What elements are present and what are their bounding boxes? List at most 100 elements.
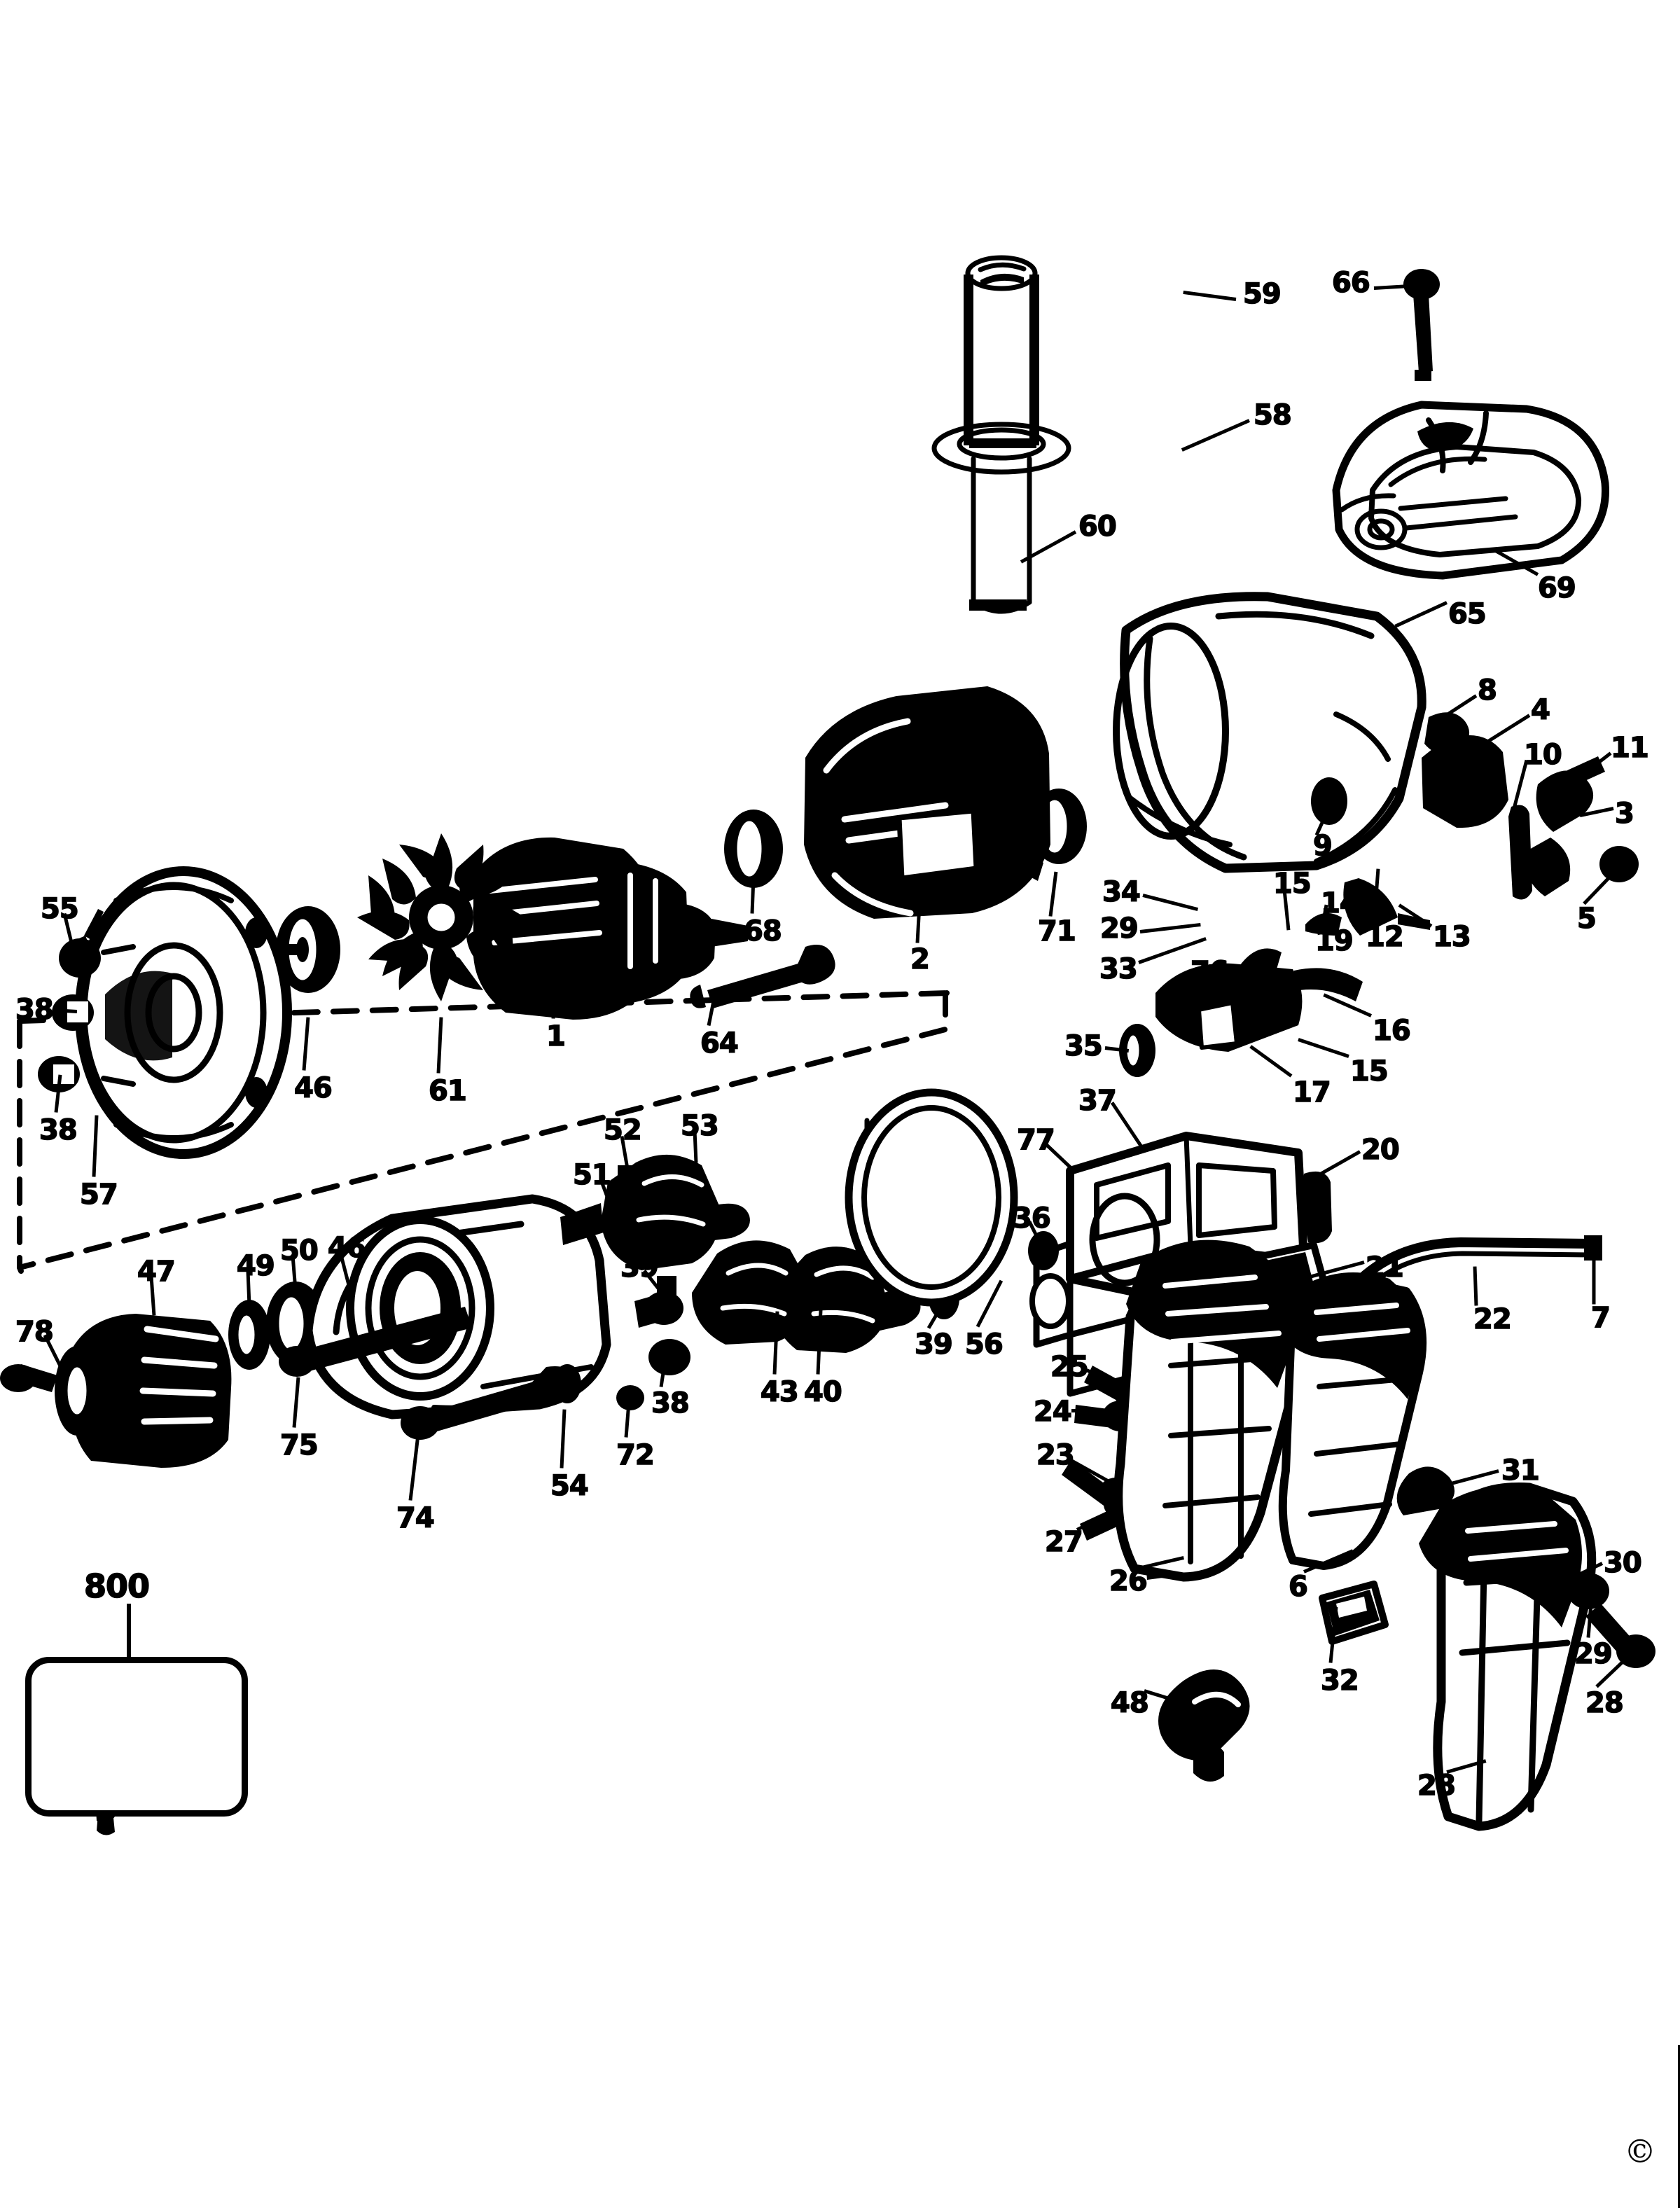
leader-line-61: [436, 1017, 443, 1074]
leader-line-6: [1303, 1549, 1354, 1574]
leader-line-71: [1048, 871, 1058, 917]
callout-72: 72: [616, 1439, 655, 1471]
callout-28: 28: [1585, 1687, 1624, 1719]
leader-line-34: [1142, 894, 1198, 911]
leader-line-72: [624, 1402, 631, 1438]
leader-line-24: [1071, 1409, 1118, 1412]
callout-76: 76: [1190, 956, 1229, 988]
side-handle-assembly: [931, 255, 1071, 614]
washer-68: [724, 810, 783, 888]
callout-50: 50: [279, 1235, 319, 1267]
callout-3: 3: [1614, 798, 1634, 830]
callout-77: 77: [1016, 1124, 1055, 1156]
callout-58: 58: [1253, 399, 1292, 431]
callout-68: 68: [743, 915, 782, 947]
callout-39: 39: [620, 1251, 659, 1284]
end-bell-57: [75, 866, 292, 1159]
callout-52: 52: [603, 1114, 642, 1146]
callout-38b: 38: [39, 1114, 78, 1146]
callout-47: 47: [137, 1256, 176, 1288]
callout-21: 21: [1365, 1251, 1404, 1284]
leader-line-25: [1085, 1368, 1130, 1394]
callout-32: 32: [1320, 1665, 1359, 1697]
leader-line-40: [816, 1310, 823, 1375]
leader-line-20: [1317, 1150, 1361, 1177]
cover-plate-31: [1396, 1466, 1455, 1515]
callout-23: 23: [1036, 1439, 1075, 1471]
callout-60: 60: [1078, 511, 1117, 543]
leader-line-39b: [926, 1303, 945, 1329]
callout-71: 71: [1037, 915, 1076, 947]
callout-7: 7: [1590, 1302, 1611, 1334]
page-edge-rule: [1678, 2045, 1680, 2208]
chuck-key-78: [0, 1364, 57, 1392]
callout-78: 78: [15, 1316, 54, 1348]
callout-35: 35: [1064, 1030, 1103, 1062]
callout-30: 30: [1603, 1547, 1642, 1579]
callout-4: 4: [1530, 694, 1550, 726]
leader-line-22: [1473, 1266, 1478, 1306]
armature-1: [473, 837, 748, 1020]
callout-16: 16: [1372, 1015, 1411, 1047]
leader-line-65: [1394, 601, 1448, 628]
bearing-46: [276, 906, 340, 993]
leader-line-48: [1144, 1689, 1186, 1705]
callout-46: 46: [293, 1072, 333, 1104]
stator-field-2: [804, 686, 1050, 919]
leader-line-43: [772, 1311, 779, 1375]
callout-1: 1: [546, 1020, 566, 1053]
leader-line-74: [408, 1429, 421, 1501]
callout-26: 26: [1109, 1565, 1148, 1597]
callout-2: 2: [910, 943, 930, 975]
leader-line-38b: [54, 1074, 62, 1113]
brush-holder-21: [1237, 1242, 1331, 1319]
callout-15: 15: [1272, 868, 1312, 900]
callout-17: 17: [1292, 1076, 1331, 1109]
leader-line-30: [1569, 1562, 1604, 1581]
leader-line-59: [1183, 291, 1237, 301]
callout-57: 57: [79, 1179, 118, 1211]
callout-43: 43: [760, 1376, 799, 1408]
leader-line-27: [1076, 1507, 1120, 1532]
callout-13: 13: [1432, 921, 1471, 953]
callout-74: 74: [396, 1502, 435, 1534]
leader-line-58: [1181, 419, 1251, 452]
callout-8: 8: [1477, 674, 1497, 707]
callout-22: 22: [1473, 1303, 1512, 1335]
callout-31: 31: [1501, 1454, 1540, 1487]
dashed-group-boundary: [17, 990, 950, 1274]
callout-75: 75: [279, 1429, 319, 1461]
callout-53: 53: [680, 1110, 719, 1142]
leader-line-32: [1328, 1606, 1338, 1663]
callout-25: 25: [1050, 1351, 1089, 1383]
callout-14: 14: [1320, 887, 1359, 919]
leader-line-68: [750, 877, 756, 914]
leader-line-16: [1323, 993, 1373, 1018]
callout-9: 9: [1312, 830, 1333, 862]
leader-line-75: [292, 1377, 300, 1428]
callout-66: 66: [1331, 267, 1370, 299]
callout-39b: 39: [914, 1328, 953, 1361]
chuck-47: [55, 1314, 232, 1468]
washers-49-50-46: [228, 1275, 382, 1370]
callout-40: 40: [803, 1376, 842, 1408]
callout-54: 54: [550, 1470, 589, 1502]
copyright-symbol: ©: [1624, 2132, 1656, 2170]
callout-36: 36: [1012, 1202, 1051, 1235]
callout-20: 20: [1361, 1134, 1400, 1166]
gasket-ring-56: [845, 1088, 1018, 1307]
handle-half-26: [1113, 1253, 1309, 1582]
leader-line-17: [1249, 1045, 1293, 1078]
callout-12: 12: [1365, 921, 1404, 953]
leader-line-23: [1069, 1458, 1119, 1488]
leader-line-64: [707, 990, 718, 1026]
leader-line-2: [915, 891, 922, 943]
callout-46b: 46: [327, 1232, 366, 1264]
callout-24: 24: [1033, 1396, 1072, 1428]
handle-half-6: [1278, 1277, 1427, 1570]
leader-line-46: [302, 1017, 310, 1071]
callout-28b: 28: [1417, 1770, 1456, 1802]
stator-leads: [978, 773, 1043, 881]
